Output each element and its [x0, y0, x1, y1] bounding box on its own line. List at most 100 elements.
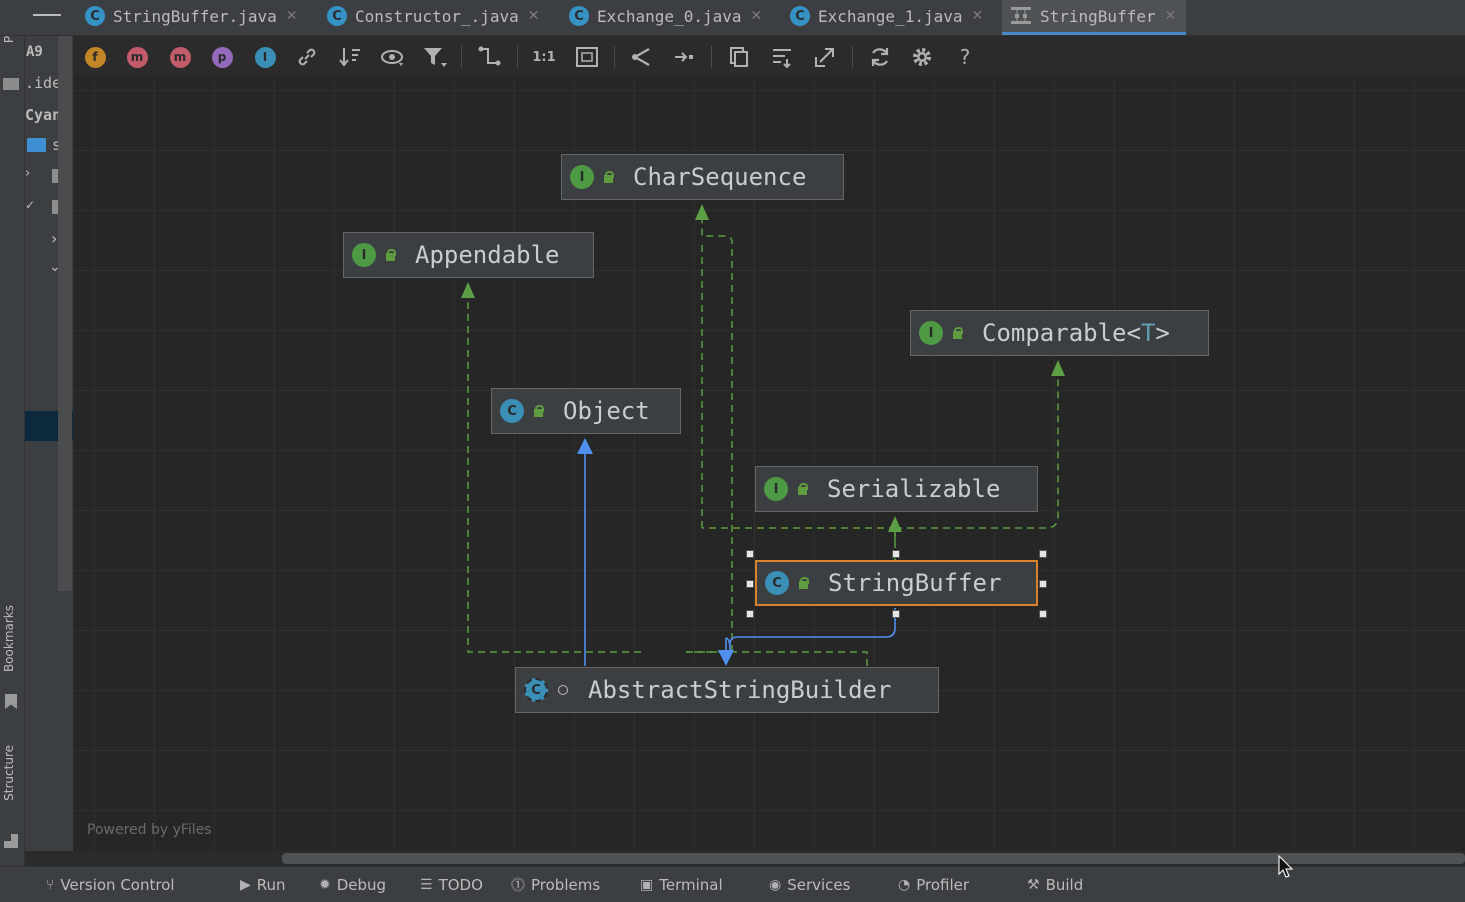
close-icon[interactable]: ✕	[1164, 8, 1177, 24]
structure-tool-button[interactable]: Structure	[2, 745, 16, 801]
left-tool-stripe: Project Bookmarks Structure	[0, 0, 25, 901]
bookmarks-tool-button[interactable]: Bookmarks	[2, 605, 16, 673]
tab-constructor-java[interactable]: C Constructor_.java ✕	[327, 0, 540, 32]
type-parameter: T	[1140, 319, 1156, 347]
expand-chevron-icon[interactable]: ›	[51, 229, 58, 248]
resize-handle[interactable]	[746, 550, 754, 558]
sort-down-icon	[339, 48, 360, 67]
resize-handle[interactable]	[892, 610, 900, 618]
source-folder-icon	[27, 138, 46, 152]
help-button[interactable]: ?	[959, 45, 971, 69]
arrowhead-serializable	[888, 516, 902, 532]
build-icon: ⚒	[1027, 876, 1040, 893]
filter-button[interactable]	[422, 44, 448, 70]
minimize-icon[interactable]	[33, 14, 61, 16]
export-button[interactable]	[812, 44, 838, 70]
tab-stringbuffer-diagram[interactable]: StringBuffer ✕	[1002, 0, 1187, 35]
node-comparable[interactable]: I Comparable<T>	[910, 310, 1209, 356]
resize-handle[interactable]	[1039, 550, 1047, 558]
settings-button[interactable]	[909, 44, 935, 70]
arrow-right-icon	[675, 52, 693, 62]
abstract-class-icon: C	[524, 678, 548, 702]
services-button[interactable]: ◉Services	[769, 875, 851, 894]
debug-icon: ✹	[319, 876, 331, 893]
class-icon: C	[569, 6, 589, 26]
constructor-icon: m	[126, 46, 148, 68]
run-button[interactable]: ▶Run	[240, 875, 286, 894]
project-header[interactable]: A9	[26, 44, 43, 60]
show-fields-button[interactable]: f	[82, 44, 108, 70]
public-lock-icon	[952, 327, 964, 339]
profiler-icon: ◔	[898, 876, 911, 893]
expand-chevron-icon[interactable]: ›	[25, 166, 31, 181]
edge-routing-button[interactable]	[477, 44, 503, 70]
close-icon[interactable]: ✕	[285, 8, 298, 24]
class-icon: C	[85, 6, 105, 26]
resize-handle[interactable]	[746, 610, 754, 618]
tab-stringbuffer-java[interactable]: C StringBuffer.java ✕	[85, 0, 298, 32]
change-scope-button[interactable]	[380, 44, 406, 70]
close-icon[interactable]: ✕	[750, 8, 763, 24]
show-constructors-button[interactable]: m	[124, 44, 150, 70]
diagram-canvas[interactable]: I CharSequence I Appendable I Comparable…	[74, 76, 1465, 851]
run-icon: ▶	[240, 876, 251, 893]
tree-item-module[interactable]: Cyan	[25, 106, 62, 124]
diagram-edges	[461, 204, 1065, 666]
edge-asb-appendable	[467, 286, 641, 653]
diagram-toolbar: f m m p I 1:1 ?	[74, 36, 1465, 76]
copy-diagram-button[interactable]	[726, 44, 752, 70]
close-icon[interactable]: ✕	[971, 8, 984, 24]
project-panel-scrollbar[interactable]	[58, 36, 72, 591]
node-stringbuffer[interactable]: C StringBuffer	[755, 560, 1038, 606]
show-methods-button[interactable]: m	[167, 44, 193, 70]
list-icon	[773, 49, 791, 69]
problems-icon: ⓵	[511, 877, 525, 894]
close-icon[interactable]: ✕	[527, 8, 540, 24]
collapse-chevron-icon[interactable]: ✓	[25, 198, 36, 212]
structure-view-button[interactable]	[769, 44, 795, 70]
collapse-chevron-icon[interactable]: ⌄	[49, 259, 61, 275]
show-inner-classes-button[interactable]: I	[252, 44, 278, 70]
todo-button[interactable]: ☰TODO	[420, 875, 483, 894]
node-object[interactable]: C Object	[491, 388, 681, 434]
arrowhead-charsequence	[695, 204, 709, 220]
show-properties-button[interactable]: p	[209, 44, 235, 70]
horizontal-scrollbar-thumb[interactable]	[282, 853, 1465, 864]
show-dependencies-button[interactable]	[294, 44, 320, 70]
todo-icon: ☰	[420, 876, 433, 893]
arrowhead-asb	[718, 650, 734, 666]
filter-icon	[424, 48, 447, 67]
method-icon: m	[169, 46, 191, 68]
public-lock-icon	[533, 405, 545, 417]
actual-size-button[interactable]: 1:1	[532, 49, 556, 65]
profiler-button[interactable]: ◔Profiler	[898, 875, 970, 894]
resize-handle[interactable]	[1039, 610, 1047, 618]
edge-sb-charsequence	[702, 527, 896, 541]
terminal-button[interactable]: ▣Terminal	[640, 875, 723, 894]
node-serializable[interactable]: I Serializable	[755, 466, 1038, 512]
version-control-button[interactable]: ⑂Version Control	[46, 875, 175, 894]
node-appendable[interactable]: I Appendable	[343, 232, 594, 278]
apply-layout-button[interactable]	[671, 44, 697, 70]
resize-handle[interactable]	[746, 580, 754, 588]
resize-handle[interactable]	[1039, 580, 1047, 588]
class-icon: C	[790, 6, 810, 26]
change-visibility-level-button[interactable]	[337, 44, 363, 70]
edge-sb-comparable	[895, 366, 1059, 529]
fit-content-button[interactable]	[574, 44, 600, 70]
public-lock-icon	[798, 577, 810, 589]
resize-handle[interactable]	[892, 550, 900, 558]
mouse-cursor-icon	[1278, 855, 1294, 878]
layout-button[interactable]	[628, 44, 654, 70]
node-abstractstringbuilder[interactable]: C AbstractStringBuilder	[515, 667, 939, 713]
tab-exchange-1-java[interactable]: C Exchange_1.java ✕	[790, 0, 983, 32]
build-button[interactable]: ⚒Build	[1027, 875, 1084, 894]
arrowhead-object	[577, 438, 593, 454]
terminal-icon: ▣	[640, 876, 654, 893]
class-icon: C	[327, 6, 347, 26]
node-charsequence[interactable]: I CharSequence	[561, 154, 844, 200]
refresh-button[interactable]	[867, 44, 893, 70]
debug-button[interactable]: ✹Debug	[319, 875, 387, 894]
tab-exchange-0-java[interactable]: C Exchange_0.java ✕	[569, 0, 762, 32]
